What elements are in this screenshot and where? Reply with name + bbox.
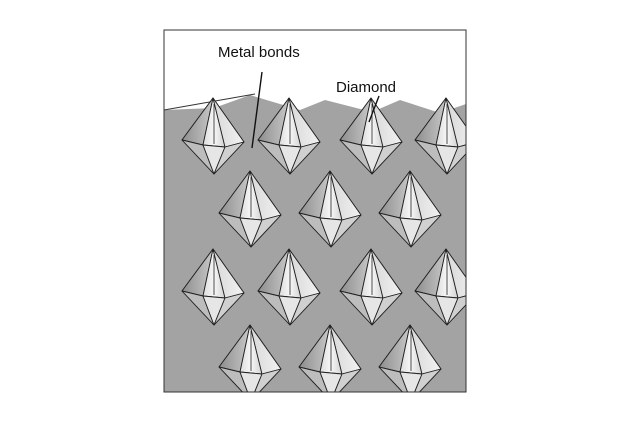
metal-bond-matrix [164,95,466,392]
diamond-crystal [257,97,321,175]
diamond-crystal [298,324,362,392]
crystal-face [410,214,442,248]
diamond-crystal [339,97,403,175]
diamond-crystal [218,324,282,392]
crystal-face [254,368,282,392]
diamond-crystal [181,248,245,326]
metal-bonds-leader-line [251,71,263,149]
diamond-crystal [378,170,442,248]
crystal-face [213,292,245,326]
crystal-face [330,214,362,248]
diamond-crystal [218,170,282,248]
diamond-crystal [257,248,321,326]
diamond-crystal [181,97,245,175]
diamond-crystal [414,248,466,326]
diamond-label: Diamond [336,79,396,96]
crystal-face [289,292,321,326]
metal-bonds-label: Metal bonds [218,44,300,61]
diamond-crystal [298,170,362,248]
crystal-face [445,97,466,148]
crystal-face [371,292,403,326]
crystal-face [213,141,245,175]
diamond-crystal [339,248,403,326]
diamond-leader-line [368,95,380,123]
crystal-face [334,368,362,392]
crystal-face [445,248,466,299]
crystal-face [250,214,282,248]
diamond-crystal [414,97,466,175]
diamond-crystal [378,324,442,392]
frame-border [163,29,467,393]
diamond-crystals [181,97,466,392]
crystal-face [446,144,466,175]
crystal-face [414,368,442,392]
crystal-face [289,141,321,175]
crystal-face [371,141,403,175]
crystal-face [446,295,466,326]
